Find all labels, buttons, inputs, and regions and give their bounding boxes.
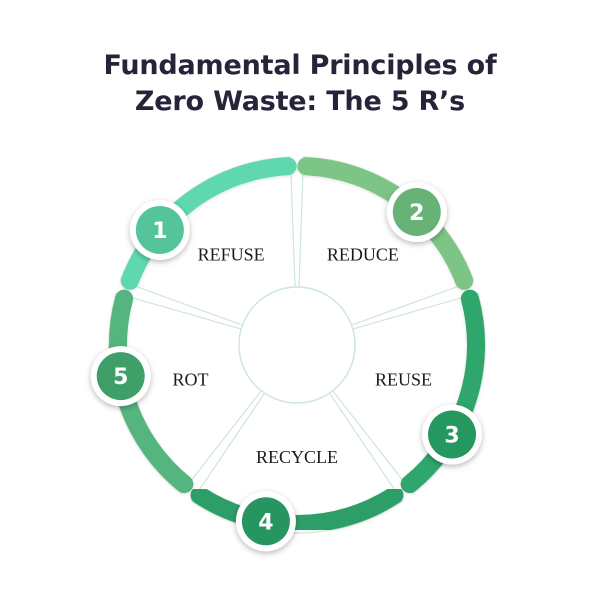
badge-number: 5 bbox=[113, 365, 128, 390]
badge-number: 2 bbox=[409, 201, 424, 226]
number-badge-5: 5 bbox=[90, 346, 151, 407]
number-badge-4: 4 bbox=[235, 491, 296, 552]
segment-rim bbox=[190, 486, 404, 533]
segment-label-refuse: REFUSE bbox=[198, 244, 265, 264]
segment-rim bbox=[400, 289, 485, 494]
segment-recycle bbox=[190, 392, 404, 534]
number-badge-2: 2 bbox=[386, 181, 447, 242]
segment-label-rot: ROT bbox=[172, 370, 208, 390]
badge-number: 1 bbox=[152, 219, 167, 244]
segment-label-recycle: RECYCLE bbox=[256, 447, 338, 467]
badge-number: 4 bbox=[258, 510, 273, 535]
center-hub bbox=[238, 286, 356, 404]
number-badge-3: 3 bbox=[422, 404, 483, 465]
page-title: Fundamental Principles of Zero Waste: Th… bbox=[0, 48, 600, 120]
hub-circle bbox=[238, 286, 356, 404]
labels-layer: REFUSE REDUCE REUSE RECYCLE ROT bbox=[172, 244, 432, 467]
badge-number: 3 bbox=[444, 424, 459, 449]
badges-layer: 1 2 3 4 5 bbox=[90, 181, 483, 552]
segment-rim bbox=[120, 157, 297, 290]
segment-label-reuse: REUSE bbox=[375, 370, 432, 390]
number-badge-1: 1 bbox=[129, 199, 190, 260]
segment-label-reduce: REDUCE bbox=[327, 244, 399, 264]
title-line-1: Fundamental Principles of bbox=[103, 50, 497, 81]
title-line-2: Zero Waste: The 5 R’s bbox=[134, 86, 466, 117]
